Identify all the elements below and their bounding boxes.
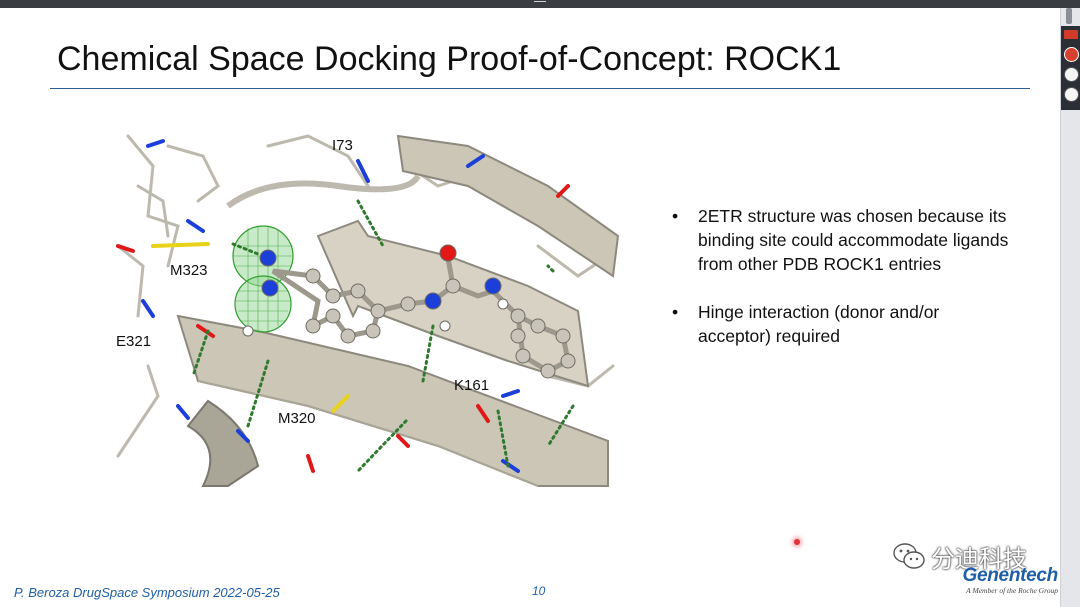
- residue-label-k161: K161: [454, 377, 489, 394]
- slide: Chemical Space Docking Proof-of-Concept:…: [0, 8, 1060, 607]
- leaf-icon[interactable]: [1064, 87, 1079, 102]
- wechat-icon: [893, 543, 925, 569]
- residue-label-m320: M320: [278, 410, 316, 427]
- logo-tagline: A Member of the Roche Group: [966, 586, 1058, 595]
- bullet-text: 2ETR structure was chosen because its bi…: [698, 206, 1009, 274]
- page-number: 10: [532, 584, 546, 598]
- ligand-atoms: [242, 244, 576, 379]
- scrollbar-thumb[interactable]: [1066, 8, 1072, 24]
- protein-structure-figure: I73 M323 E321 M320 K161: [108, 126, 622, 488]
- bullet-item: • Hinge interaction (donor and/or accept…: [670, 300, 1010, 348]
- residue-label-m323: M323: [170, 262, 208, 279]
- slide-title: Chemical Space Docking Proof-of-Concept:…: [57, 40, 842, 78]
- footer-citation: P. Beroza DrugSpace Symposium 2022-05-25: [14, 585, 280, 600]
- top-window-bar: [0, 0, 1080, 9]
- right-side-panel: [1060, 8, 1080, 607]
- bullet-marker: •: [672, 206, 679, 226]
- record-icon[interactable]: [1064, 47, 1079, 62]
- logo-brand: Genentech: [962, 565, 1059, 586]
- bullet-marker: •: [672, 302, 679, 322]
- flag-icon[interactable]: [1064, 30, 1078, 39]
- watermark: 分迪科技: [892, 540, 1027, 573]
- watermark-text: 分迪科技: [931, 545, 1027, 573]
- residue-label-i73: I73: [332, 137, 353, 154]
- translate-icon[interactable]: [1064, 67, 1079, 82]
- residue-label-e321: E321: [116, 333, 151, 350]
- bullet-item: • 2ETR structure was chosen because its …: [670, 204, 1010, 276]
- bullet-text: Hinge interaction (donor and/or acceptor…: [698, 302, 940, 346]
- lower-beta-ribbon: [176, 314, 609, 487]
- genentech-logo: Genentech A Member of the Roche Group: [950, 565, 1059, 596]
- laser-pointer-icon: [794, 539, 800, 545]
- bullet-list: • 2ETR structure was chosen because its …: [670, 204, 1010, 372]
- title-divider: [50, 88, 1030, 89]
